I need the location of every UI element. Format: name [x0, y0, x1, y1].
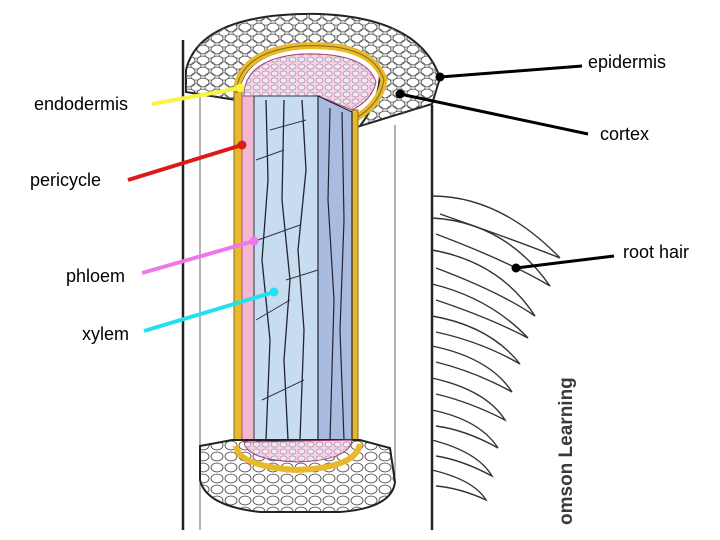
epidermis-leader — [439, 64, 583, 79]
xylem-leader — [143, 290, 275, 333]
label-epidermis: epidermis — [588, 52, 666, 72]
publisher-credit: omson Learning — [556, 377, 577, 525]
cortex-dot — [395, 89, 405, 99]
label-xylem: xylem — [82, 324, 129, 344]
cortex-leader — [399, 92, 589, 136]
endodermis-dot — [235, 83, 245, 93]
root-hair-dot — [511, 263, 521, 273]
phloem-leader — [141, 239, 255, 275]
epidermis-dot — [435, 72, 445, 82]
label-endodermis: endodermis — [34, 94, 128, 114]
endodermis-leader — [151, 86, 241, 106]
stele-body — [241, 95, 353, 449]
xylem-dot — [269, 287, 279, 297]
phloem-dot — [249, 236, 259, 246]
cortex-bottom — [199, 439, 397, 513]
label-cortex: cortex — [600, 124, 649, 144]
pericycle-leader — [127, 143, 243, 182]
root-hair-leader — [515, 254, 615, 270]
pericycle-dot — [237, 140, 247, 150]
label-root-hair: root hair — [623, 242, 689, 262]
root-hairs — [431, 195, 561, 502]
label-pericycle: pericycle — [30, 170, 101, 190]
label-phloem: phloem — [66, 266, 125, 286]
